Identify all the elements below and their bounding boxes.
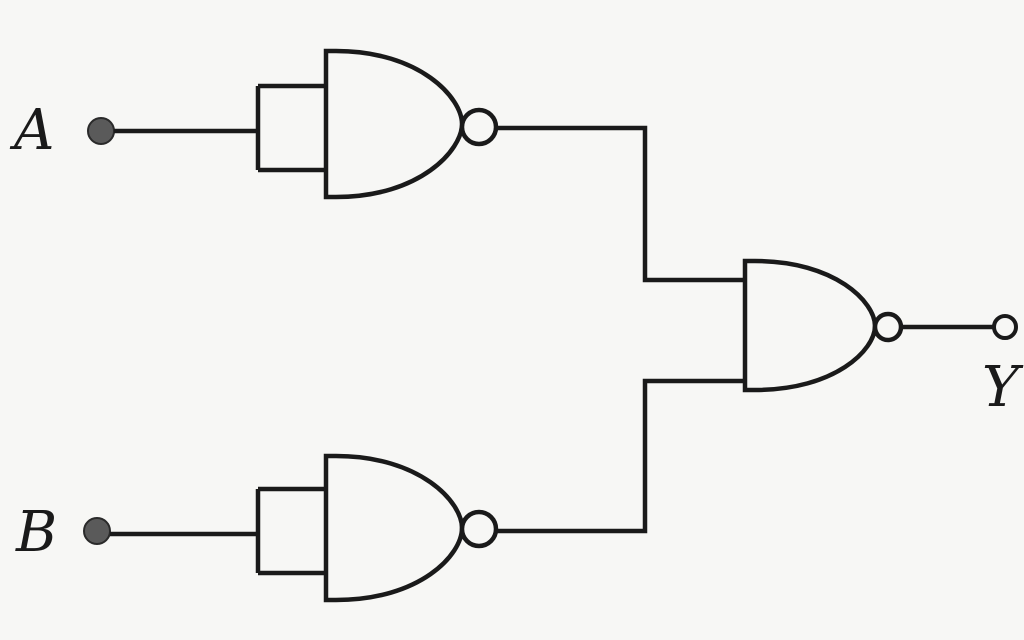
input-label-b: B [16, 500, 58, 565]
wire-g2-to-g3 [496, 378, 745, 534]
input-label-a: A [14, 98, 55, 163]
nand-gate-2 [323, 453, 465, 603]
nand-gate-1-bubble [459, 107, 499, 147]
nand-gate-1 [323, 48, 465, 200]
output-terminal-y [992, 314, 1018, 340]
wire-a-split [255, 83, 326, 173]
output-label-y: Y [982, 355, 1019, 420]
wire-g1-to-g3 [496, 125, 745, 283]
wire-b-split [255, 486, 326, 576]
input-terminal-a [87, 117, 115, 145]
nand-gate-3 [742, 258, 878, 393]
nand-gate-3-bubble [872, 311, 904, 343]
nand-gate-2-bubble [459, 509, 499, 549]
input-terminal-b [83, 517, 111, 545]
